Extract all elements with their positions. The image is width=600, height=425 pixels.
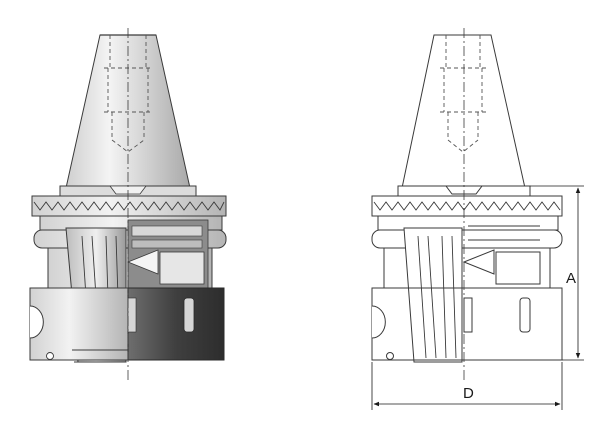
taper-cone	[65, 34, 191, 189]
body-groove-outline	[371, 229, 563, 249]
collet-outline	[403, 227, 463, 363]
dimension-a-label: A	[566, 270, 576, 287]
shaded-view	[29, 28, 227, 380]
dimension-a	[530, 185, 584, 361]
nut-wrench-slot	[183, 297, 195, 333]
clamping-nut-left	[29, 287, 129, 361]
taper-cone-outline	[401, 34, 526, 189]
ball-bearing-icon	[46, 352, 54, 360]
clamping-nut-right	[127, 287, 225, 361]
knurl-teeth	[33, 201, 225, 211]
dimension-d-label: D	[463, 385, 474, 402]
nut-slot-left	[29, 305, 44, 339]
hidden-thread-lines-outline	[440, 35, 486, 153]
collet-cone-section	[126, 249, 159, 275]
line-view	[371, 28, 563, 380]
dimension-d	[371, 362, 563, 410]
knurl-teeth-outline	[373, 201, 561, 211]
